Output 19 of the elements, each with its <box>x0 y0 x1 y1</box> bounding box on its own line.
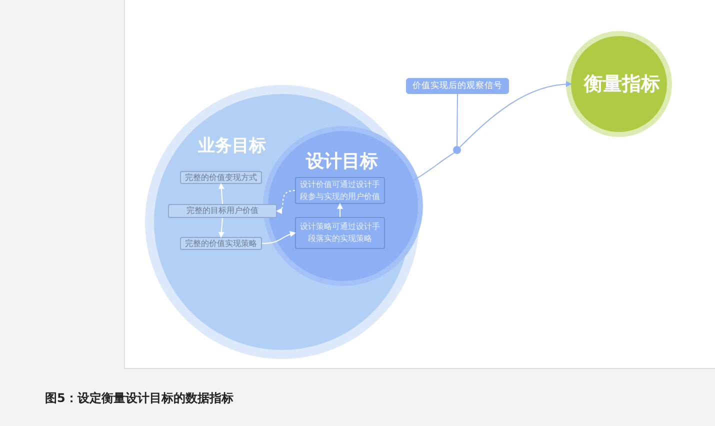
arrow <box>218 218 224 238</box>
arrow <box>337 203 343 218</box>
arrow <box>262 231 296 244</box>
text-box: 完整的价值变现方式 <box>180 171 262 184</box>
text-box: 完整的价值实现策略 <box>180 237 262 250</box>
text-box: 完整的目标用户价值 <box>168 204 277 218</box>
metric-circle <box>571 36 667 132</box>
circle-title: 业务目标 <box>198 135 266 157</box>
arrow <box>459 81 572 148</box>
text-box: 设计价值可通过设计手段参与实现的用户价值 <box>295 177 385 204</box>
leader-line <box>456 94 458 146</box>
arrow <box>276 190 296 214</box>
design-goal-circle <box>268 131 418 281</box>
circle-title: 设计目标 <box>306 150 378 173</box>
text-box: 设计策略可通过设计手段落实的实现策略 <box>295 217 385 249</box>
circle-title: 衡量指标 <box>584 72 660 97</box>
signal-tag: 价值实现后的观察信号 <box>406 78 509 94</box>
caption: 图5：设定衡量设计目标的数据指标 <box>45 390 234 407</box>
arrow <box>218 183 224 204</box>
